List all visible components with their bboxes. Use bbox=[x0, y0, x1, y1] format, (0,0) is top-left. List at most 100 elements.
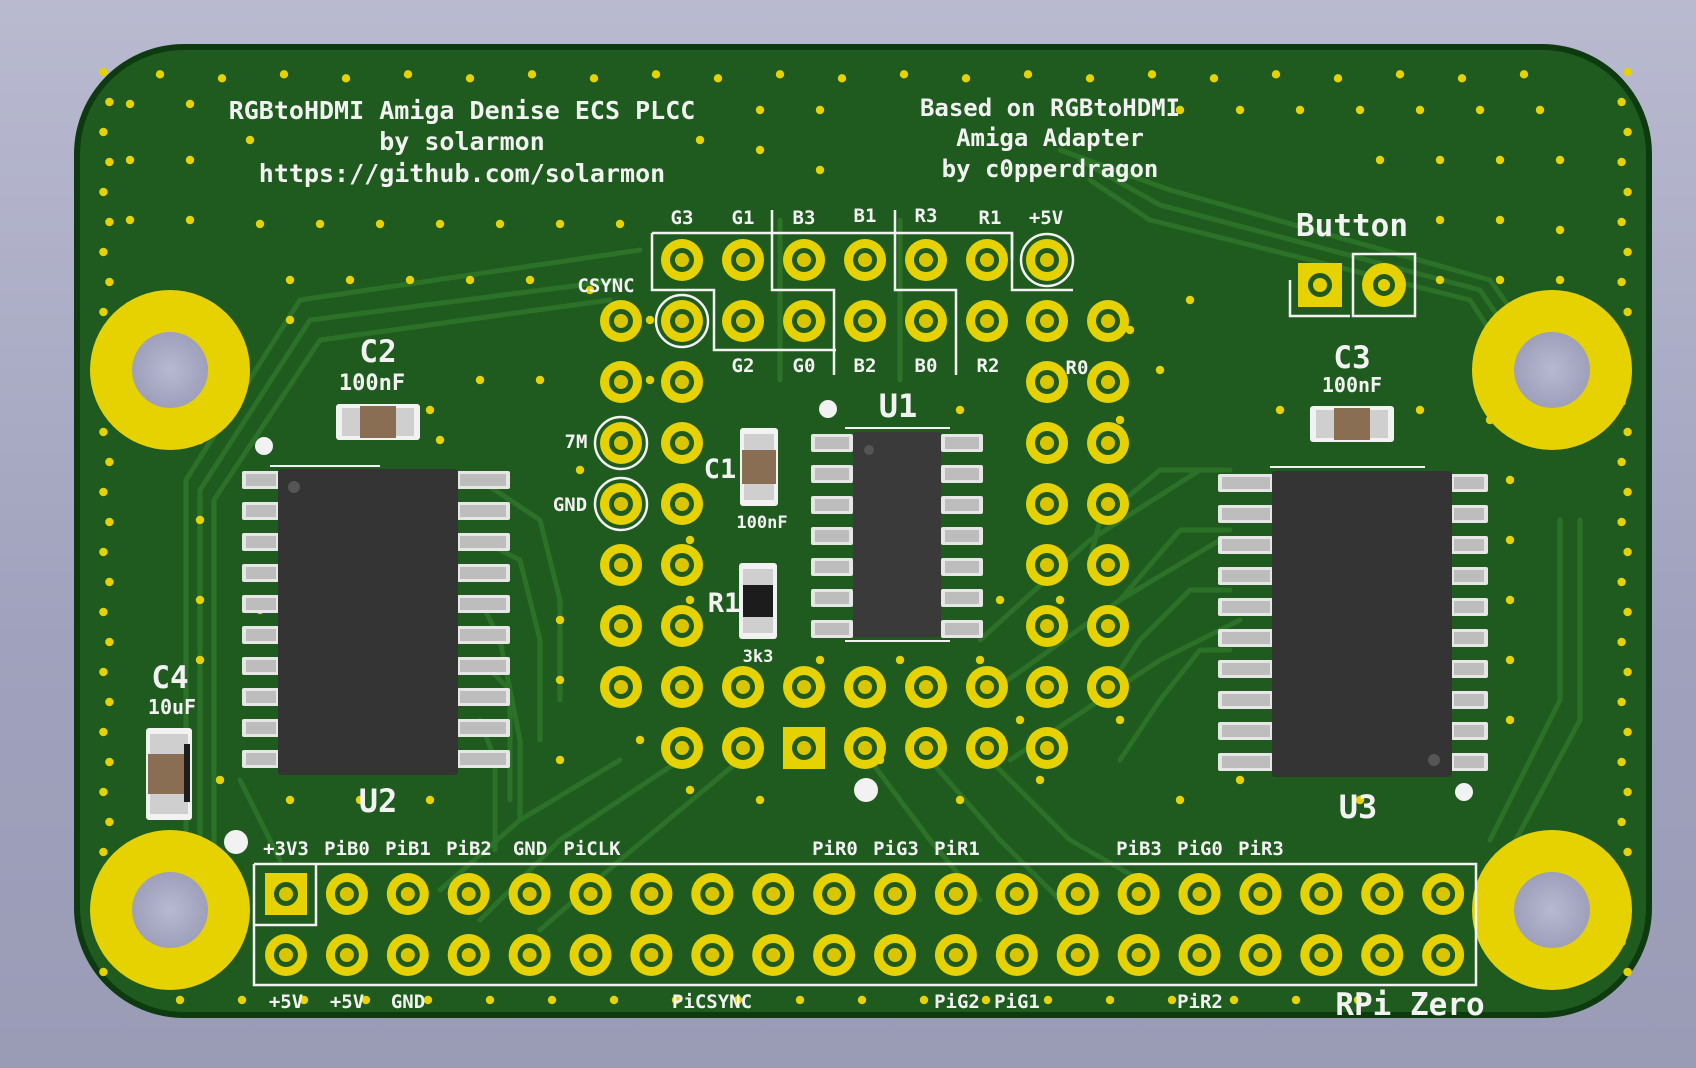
gpio-label-5v-b: +5V bbox=[330, 991, 364, 1013]
via-115 bbox=[435, 219, 445, 229]
gpio-pin-bottom-5 bbox=[569, 934, 612, 976]
via-28 bbox=[99, 487, 108, 497]
label-b3: B3 bbox=[793, 207, 816, 229]
gpio-pin-bottom-1 bbox=[325, 934, 368, 976]
via-89 bbox=[981, 995, 991, 1005]
via-136 bbox=[1495, 215, 1505, 225]
via-81 bbox=[733, 995, 743, 1005]
video-pad-bottom-6 bbox=[966, 300, 1008, 342]
gpio-pin-bottom-9 bbox=[813, 934, 856, 976]
gpio-pin-top-12-core bbox=[1009, 887, 1024, 901]
u2-pin-l-0-land bbox=[246, 474, 276, 486]
via-67 bbox=[299, 995, 309, 1005]
video-pad-top-6-highlight bbox=[1019, 232, 1075, 288]
socket-pad-8 bbox=[600, 605, 642, 647]
gpio-pin-top-17 bbox=[1300, 873, 1343, 915]
video-pad-top-4 bbox=[905, 239, 947, 281]
socket-pad-34-core bbox=[980, 741, 994, 755]
gpio-pin-top-10 bbox=[874, 873, 916, 915]
via-147 bbox=[285, 315, 295, 325]
via-90 bbox=[1023, 70, 1033, 79]
socket-pad-27 bbox=[1026, 666, 1068, 708]
via-48 bbox=[99, 787, 108, 797]
via-86 bbox=[899, 70, 909, 79]
u1-pin-r-6-land bbox=[945, 623, 979, 635]
socket-pad-29 bbox=[661, 727, 703, 769]
socket-pad-10 bbox=[600, 666, 642, 708]
u3-pin-l-4-land bbox=[1222, 601, 1270, 613]
gpio-pin-bottom-0-core bbox=[279, 948, 293, 962]
u1-pin-r-4-land bbox=[945, 561, 979, 573]
via-148 bbox=[645, 315, 655, 325]
via-117 bbox=[555, 219, 565, 229]
misc-markers bbox=[224, 778, 878, 854]
via-103 bbox=[1457, 74, 1467, 83]
u1-pin-r-0-land bbox=[945, 437, 979, 449]
gpio-pin-top-16 bbox=[1239, 873, 1282, 915]
u3-pin-l-0-land bbox=[1222, 477, 1270, 489]
gpio-pin-bottom-3-core bbox=[461, 948, 476, 962]
socket-pad-35-core bbox=[1040, 741, 1054, 755]
socket-pad-34 bbox=[966, 727, 1008, 769]
u2-pin-r-5-land bbox=[460, 629, 506, 641]
via-36 bbox=[99, 607, 108, 617]
via-125 bbox=[1235, 105, 1245, 115]
u2-pin-r-2-land bbox=[460, 536, 506, 548]
via-62 bbox=[155, 70, 165, 79]
via-159 bbox=[1125, 325, 1135, 335]
u2-pin-r-8-land bbox=[460, 722, 506, 734]
gpio-pin-bottom-4-core bbox=[522, 948, 537, 962]
video-pad-bottom-6-core bbox=[980, 314, 994, 328]
via-174 bbox=[1115, 715, 1125, 725]
gpio-pin-top-14 bbox=[1117, 873, 1160, 915]
gpio-labels-top: +3V3 PiB0 PiB1 PiB2 GND PiCLK PiR0 PiG3 … bbox=[263, 838, 1284, 860]
video-pad-top-3-core bbox=[858, 253, 872, 267]
u2-pin-l-8-land bbox=[246, 722, 276, 734]
via-146 bbox=[585, 285, 595, 295]
via-27 bbox=[1617, 457, 1626, 467]
via-130 bbox=[1535, 105, 1545, 115]
credit-line-1: Based on RGBtoHDMI bbox=[920, 94, 1180, 122]
via-68 bbox=[341, 74, 351, 83]
socket-pad-7 bbox=[661, 544, 703, 586]
socket-pad-12-core bbox=[1040, 375, 1054, 389]
socket-pad-14 bbox=[1026, 422, 1068, 464]
gpio-pin-top-2-core bbox=[400, 887, 415, 901]
gpio-label-pir1: PiR1 bbox=[934, 838, 980, 860]
socket-pad-30-core bbox=[736, 741, 750, 755]
via-176 bbox=[1015, 715, 1025, 725]
u3-pin-l-2-land bbox=[1222, 539, 1270, 551]
gpio-label-piclk: PiCLK bbox=[563, 838, 621, 860]
cap-c3: C3 100nF bbox=[1310, 340, 1394, 442]
u1-pin-l-5-land bbox=[815, 592, 849, 604]
gpio-pin-top-14-core bbox=[1131, 887, 1146, 901]
via-45 bbox=[1623, 727, 1632, 737]
via-79 bbox=[671, 995, 681, 1005]
gpio-pin-bottom-9-core bbox=[827, 948, 842, 962]
socket-pad-4-core bbox=[614, 497, 628, 511]
via-30 bbox=[105, 517, 114, 527]
socket-pad-31 bbox=[783, 727, 825, 769]
gpio-pin-bottom-18-core bbox=[1375, 948, 1390, 962]
via-110 bbox=[125, 215, 135, 225]
button-label: Button bbox=[1296, 208, 1408, 244]
gpio-pin-top-8-core bbox=[766, 887, 781, 901]
socket-pad-13 bbox=[1087, 361, 1129, 403]
socket-pad-18 bbox=[1026, 544, 1068, 586]
via-6 bbox=[105, 157, 114, 167]
via-2 bbox=[105, 97, 114, 107]
video-pad-bottom-7 bbox=[1026, 300, 1068, 342]
socket-pad-35 bbox=[1026, 727, 1068, 769]
via-24 bbox=[99, 427, 108, 437]
title-line-2: by solarmon bbox=[379, 127, 545, 156]
video-pad-bottom-3-core bbox=[797, 314, 811, 328]
r1-value: 3k3 bbox=[743, 647, 774, 667]
plcc-footprint bbox=[593, 361, 1129, 769]
gpio-pin-bottom-7-core bbox=[705, 948, 720, 962]
gpio-pin-top-7 bbox=[691, 873, 734, 915]
via-126 bbox=[1295, 105, 1305, 115]
gpio-pin-bottom-14-core bbox=[1131, 948, 1146, 962]
via-37 bbox=[1623, 607, 1632, 617]
gpio-pin-top-9 bbox=[813, 873, 856, 915]
via-111 bbox=[185, 215, 195, 225]
